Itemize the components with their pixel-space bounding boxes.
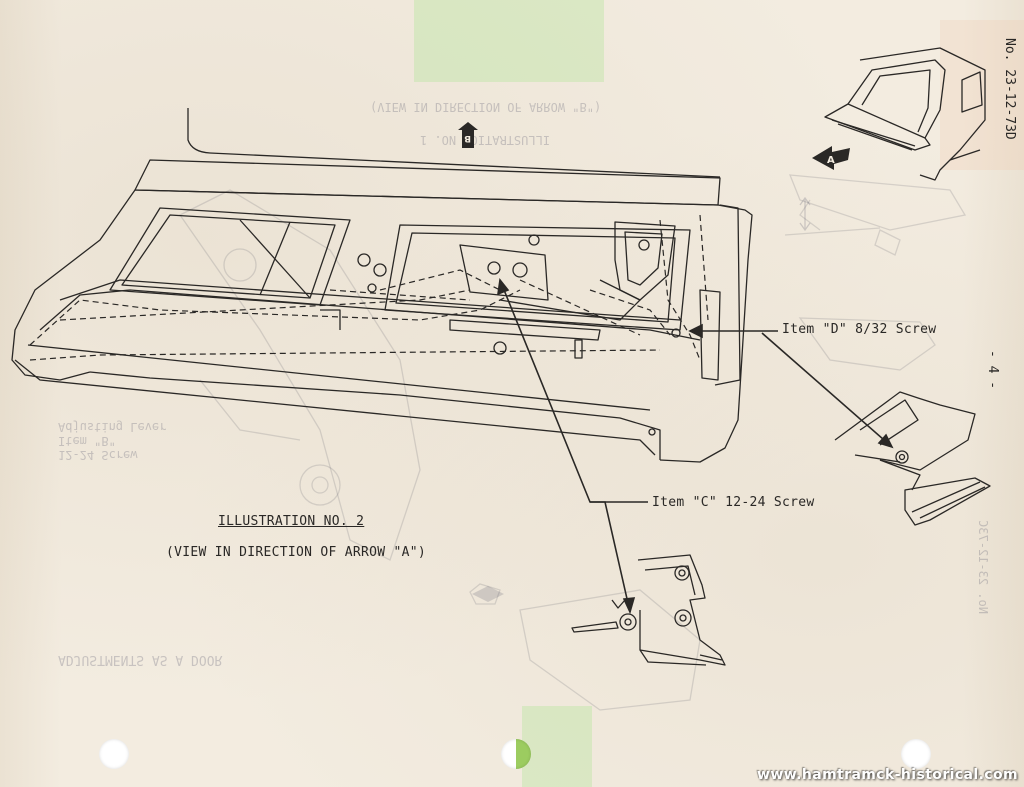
leader-line-d [688, 323, 894, 449]
binder-hole-left [99, 739, 129, 769]
page-number: - 4 - [985, 350, 1000, 390]
tape-top [414, 0, 604, 82]
site-watermark: www.hamtramck-historical.com [757, 767, 1018, 783]
car-locator-sketch [824, 47, 986, 181]
callout-item-d: Item "D" 8/32 Screw [782, 322, 937, 337]
faint-arrow-icon [472, 586, 504, 602]
binder-hole-right [901, 739, 931, 769]
faint-double-arrow-icon [799, 196, 811, 232]
binder-hole-center [501, 739, 531, 769]
illustration-title: ILLUSTRATION NO. 2 [218, 514, 365, 529]
svg-text:A: A [827, 155, 835, 166]
tape-bottom [522, 706, 592, 787]
bracket-detail-d [834, 391, 991, 526]
door-panel [11, 108, 753, 463]
document-number: No. 23-12-73D [1002, 38, 1017, 140]
bracket-detail-c [571, 554, 726, 666]
svg-text:B: B [464, 133, 471, 143]
leader-line-c [497, 278, 648, 615]
arrow-b-icon: B [458, 122, 478, 148]
hidden-linkage [29, 214, 709, 361]
arrow-a-icon: A [812, 146, 850, 170]
callout-item-c: Item "C" 12-24 Screw [652, 495, 815, 510]
show-through-drawing [179, 174, 967, 711]
illustration-subtitle: (VIEW IN DIRECTION OF ARROW "A") [166, 545, 427, 560]
